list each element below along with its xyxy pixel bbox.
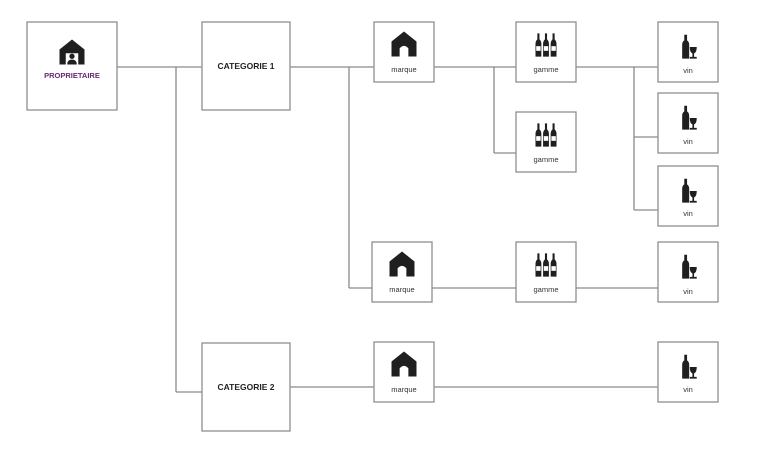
bottles-icon	[535, 33, 557, 57]
category-2-label: CATEGORIE 2	[218, 382, 275, 392]
wine-label: vin	[683, 66, 693, 75]
wine-node-3: vin	[657, 165, 719, 227]
range-node-1: gamme	[515, 21, 577, 83]
brand-label: marque	[389, 285, 414, 294]
category-1-label: CATEGORIE 1	[218, 61, 275, 71]
wine-node-4: vin	[657, 241, 719, 303]
owner-node: PROPRIETAIRE	[26, 21, 118, 111]
category-1-node: CATEGORIE 1	[201, 21, 291, 111]
brand-node-2: marque	[371, 241, 433, 303]
wine-node-2: vin	[657, 92, 719, 154]
connector-lines	[117, 66, 658, 393]
bottles-icon	[535, 253, 557, 277]
range-label: gamme	[533, 65, 558, 74]
brand-label: marque	[391, 385, 416, 394]
range-node-2: gamme	[515, 111, 577, 173]
wine-label: vin	[683, 385, 693, 394]
wine-node-5: vin	[657, 341, 719, 403]
range-label: gamme	[533, 285, 558, 294]
brand-label: marque	[391, 65, 416, 74]
range-node-3: gamme	[515, 241, 577, 303]
category-2-node: CATEGORIE 2	[201, 342, 291, 432]
brand-node-1: marque	[373, 21, 435, 83]
owner-label: PROPRIETAIRE	[44, 71, 100, 80]
wine-node-1: vin	[657, 21, 719, 83]
wine-label: vin	[683, 137, 693, 146]
range-label: gamme	[533, 155, 558, 164]
brand-node-3: marque	[373, 341, 435, 403]
wine-label: vin	[683, 209, 693, 218]
wine-label: vin	[683, 287, 693, 296]
bottles-icon	[535, 123, 557, 147]
